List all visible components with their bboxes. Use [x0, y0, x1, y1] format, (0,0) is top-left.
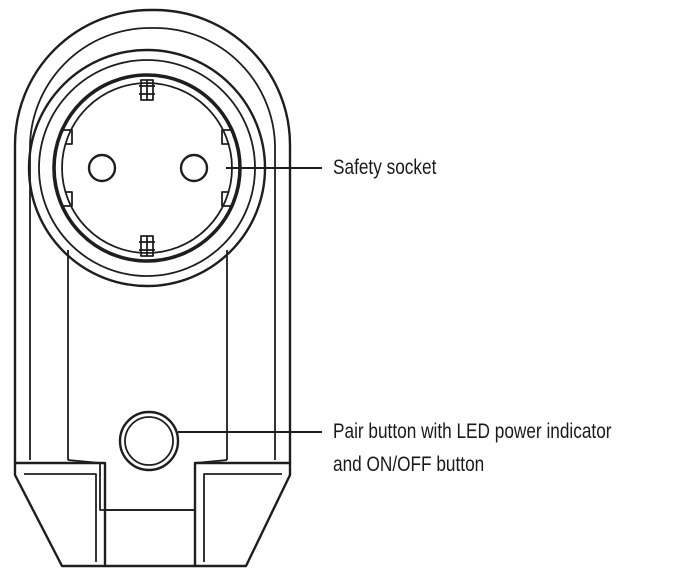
bottom-earth-clip	[139, 235, 155, 257]
safety-socket	[62, 79, 232, 257]
pair-button-label-line1: Pair button with LED power indicator	[333, 420, 612, 443]
left-pin-hole	[87, 153, 117, 183]
pair-button-label-line2: and ON/OFF button	[333, 453, 485, 476]
pair-button-label: Pair button with LED power indicator and…	[333, 415, 612, 481]
plug-base	[13, 461, 292, 568]
plug-housing	[13, 8, 292, 568]
pair-button	[118, 410, 180, 472]
top-earth-clip	[139, 79, 155, 101]
right-pin-hole	[179, 153, 209, 183]
safety-socket-label: Safety socket	[333, 156, 437, 179]
